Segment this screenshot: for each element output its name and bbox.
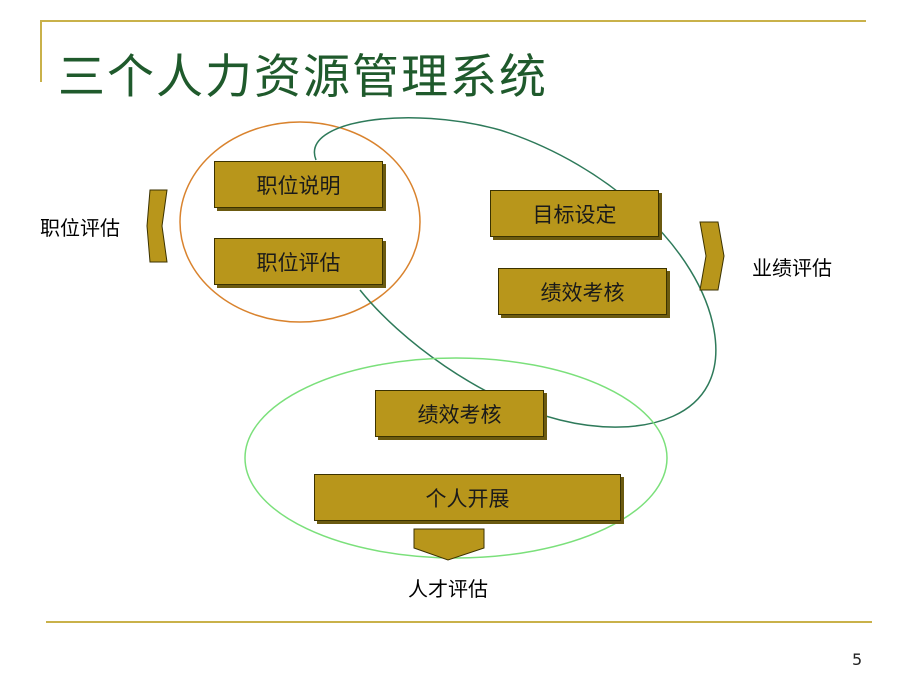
talent-evaluation-label: 人才评估 (408, 577, 488, 601)
personal-development-box: 个人开展 (314, 474, 621, 521)
talent-performance-review-box: 绩效考核 (375, 390, 544, 437)
left-rule (40, 20, 42, 82)
goal-setting-box: 目标设定 (490, 190, 659, 237)
performance-review-box: 绩效考核 (498, 268, 667, 315)
chevron-left-icon (146, 189, 168, 263)
top-rule (40, 20, 866, 22)
job-evaluation-box: 职位评估 (214, 238, 383, 285)
slide-title: 三个人力资源管理系统 (58, 50, 548, 105)
chevron-right-icon (699, 221, 725, 291)
page-number: 5 (852, 650, 863, 669)
job-evaluation-label: 职位评估 (40, 216, 120, 240)
job-description-box: 职位说明 (214, 161, 383, 208)
bottom-rule (46, 621, 872, 623)
chevron-down-icon (413, 528, 485, 561)
talent-group-outline (244, 357, 668, 559)
job-group-outline (179, 121, 421, 323)
performance-evaluation-label: 业绩评估 (752, 256, 832, 280)
